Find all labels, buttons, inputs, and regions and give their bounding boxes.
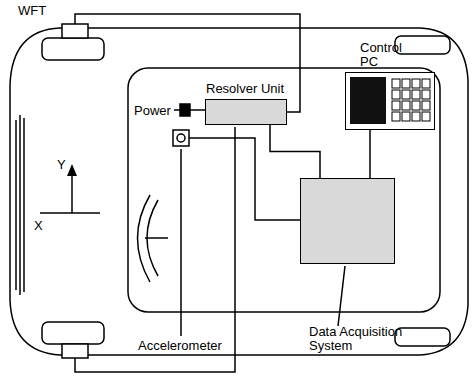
y-axis [71, 172, 73, 213]
component-label: Control PC [360, 41, 416, 69]
wheel [42, 38, 104, 60]
wire [189, 138, 300, 220]
accelerometer-box [173, 130, 189, 146]
component-box: Data Acquisition System [300, 178, 395, 264]
part-label: Y [57, 158, 66, 172]
part-label: Accelerometer [138, 339, 222, 353]
power-plug [174, 109, 180, 111]
wire [75, 127, 235, 372]
wft-sensor [62, 344, 88, 358]
pc-screen-keypad [346, 73, 433, 128]
accelerometer-symbol [177, 134, 185, 142]
wheel [395, 36, 450, 54]
car-body [10, 28, 468, 355]
windshield [15, 120, 17, 290]
component-label: Data Acquisition System [309, 325, 421, 353]
arrowhead [67, 164, 77, 176]
part-label: Power [134, 104, 171, 118]
part-label: WFT [18, 4, 46, 18]
wire [75, 14, 300, 112]
wheel [42, 322, 104, 344]
component-box: Control PC [345, 72, 435, 130]
windshield [23, 118, 25, 292]
steering-column [145, 237, 168, 239]
connector-wire [270, 125, 320, 178]
component-label: Resolver Unit [206, 82, 284, 96]
wheel [395, 328, 450, 346]
component-box: Resolver Unit [205, 99, 287, 125]
leader-line [180, 149, 182, 336]
leader-line [338, 266, 345, 326]
cabin-outline [128, 68, 440, 312]
windshield [19, 115, 21, 295]
part-label: X [34, 219, 43, 233]
wft-sensor [62, 24, 88, 38]
x-axis [40, 212, 100, 214]
power-plug [180, 104, 190, 116]
connector-wire [369, 130, 371, 178]
wire [190, 109, 205, 111]
